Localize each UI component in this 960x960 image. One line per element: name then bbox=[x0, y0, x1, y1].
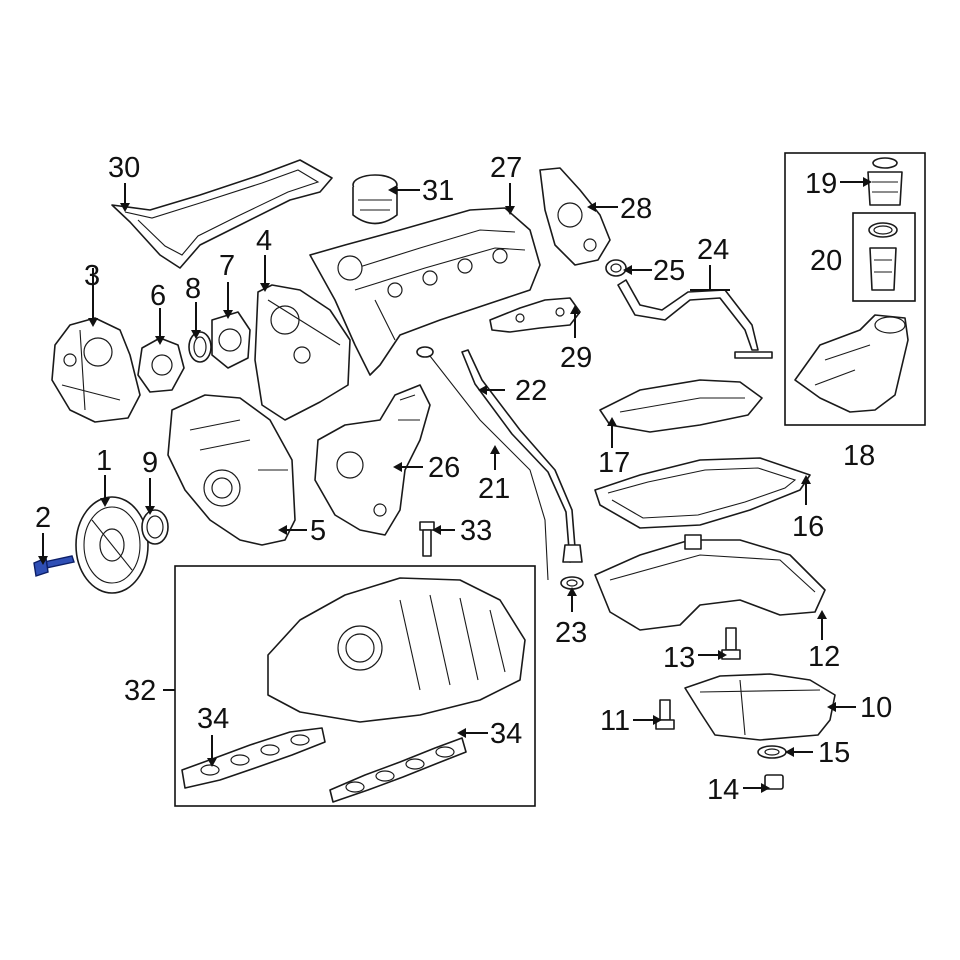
part-26-oil-pump[interactable] bbox=[314, 384, 431, 536]
part-21-dipstick[interactable] bbox=[416, 346, 549, 581]
callout-25: 25 bbox=[653, 255, 685, 287]
callout-5: 5 bbox=[310, 515, 326, 547]
part-4-timing-cover[interactable] bbox=[254, 284, 351, 421]
leader-arrowheads bbox=[38, 177, 872, 793]
part-10-lower-oil-pan[interactable] bbox=[684, 673, 836, 741]
callout-4: 4 bbox=[256, 225, 272, 257]
part-34-intake-gasket-left[interactable] bbox=[181, 727, 326, 789]
callout-16: 16 bbox=[792, 511, 824, 543]
part-7-gasket[interactable] bbox=[211, 311, 251, 369]
callout-33: 33 bbox=[460, 515, 492, 547]
intake-manifold-group-box bbox=[174, 565, 536, 807]
callout-13: 13 bbox=[663, 642, 695, 674]
part-25-seal[interactable] bbox=[605, 259, 627, 277]
part-28-bracket[interactable] bbox=[539, 167, 611, 266]
part-9-seal[interactable] bbox=[141, 509, 169, 545]
part-20-filter-element[interactable] bbox=[868, 222, 898, 291]
callout-10: 10 bbox=[860, 692, 892, 724]
callout-31: 31 bbox=[422, 175, 454, 207]
callout-7: 7 bbox=[219, 250, 235, 282]
part-3-water-pump[interactable] bbox=[51, 317, 141, 423]
callout-28: 28 bbox=[620, 193, 652, 225]
part-14-drain-plug[interactable] bbox=[764, 774, 784, 790]
part-22-dipstick-tube[interactable] bbox=[461, 349, 583, 563]
callout-32: 32 bbox=[124, 675, 156, 707]
part-12-upper-oil-pan[interactable] bbox=[594, 534, 826, 631]
callout-26: 26 bbox=[428, 452, 460, 484]
part-31-oil-filler-cap[interactable] bbox=[352, 174, 398, 225]
callout-labels: 30 31 27 28 25 24 29 3 6 8 7 4 5 1 9 2 2… bbox=[35, 152, 892, 806]
part-19-filter-cap[interactable] bbox=[867, 157, 903, 206]
callout-2: 2 bbox=[35, 502, 51, 534]
oil-filter-group-box bbox=[784, 152, 926, 426]
callout-6: 6 bbox=[150, 280, 166, 312]
callout-34-right: 34 bbox=[490, 718, 522, 750]
part-16-oil-pan-gasket[interactable] bbox=[594, 457, 811, 529]
callout-17: 17 bbox=[598, 447, 630, 479]
part-5-front-cover[interactable] bbox=[167, 394, 296, 546]
callout-14: 14 bbox=[707, 774, 739, 806]
callout-24: 24 bbox=[697, 234, 729, 266]
callout-1: 1 bbox=[96, 445, 112, 477]
callout-27: 27 bbox=[490, 152, 522, 184]
filter-element-group-box bbox=[852, 212, 916, 302]
callout-20: 20 bbox=[810, 245, 842, 277]
callout-22: 22 bbox=[515, 375, 547, 407]
part-33-bolt[interactable] bbox=[419, 521, 435, 557]
callout-30: 30 bbox=[108, 152, 140, 184]
callout-23: 23 bbox=[555, 617, 587, 649]
callout-34-left: 34 bbox=[197, 703, 229, 735]
part-30-valve-cover-gasket[interactable] bbox=[111, 159, 333, 269]
callout-18: 18 bbox=[843, 440, 875, 472]
part-34-intake-gasket-right[interactable] bbox=[329, 737, 467, 803]
callout-21: 21 bbox=[478, 473, 510, 505]
part-1-crankshaft-damper[interactable] bbox=[75, 496, 149, 594]
part-24-oil-tube[interactable] bbox=[617, 279, 773, 359]
part-8-o-ring[interactable] bbox=[188, 331, 212, 363]
callout-8: 8 bbox=[185, 273, 201, 305]
part-18-oil-filter-housing[interactable] bbox=[794, 314, 909, 413]
part-27-valve-cover[interactable] bbox=[309, 207, 541, 376]
part-32-intake-manifold[interactable] bbox=[267, 577, 526, 723]
callout-15: 15 bbox=[818, 737, 850, 769]
part-11-bolt[interactable] bbox=[655, 699, 675, 730]
callout-12: 12 bbox=[808, 641, 840, 673]
part-17-baffle[interactable] bbox=[599, 379, 763, 433]
callout-3: 3 bbox=[84, 260, 100, 292]
callout-19: 19 bbox=[805, 168, 837, 200]
part-29-bracket[interactable] bbox=[489, 297, 581, 333]
callout-29: 29 bbox=[560, 342, 592, 374]
part-15-washer[interactable] bbox=[757, 745, 787, 759]
callout-11: 11 bbox=[600, 705, 630, 737]
part-6-thermostat-housing[interactable] bbox=[137, 337, 185, 393]
callout-9: 9 bbox=[142, 447, 158, 479]
